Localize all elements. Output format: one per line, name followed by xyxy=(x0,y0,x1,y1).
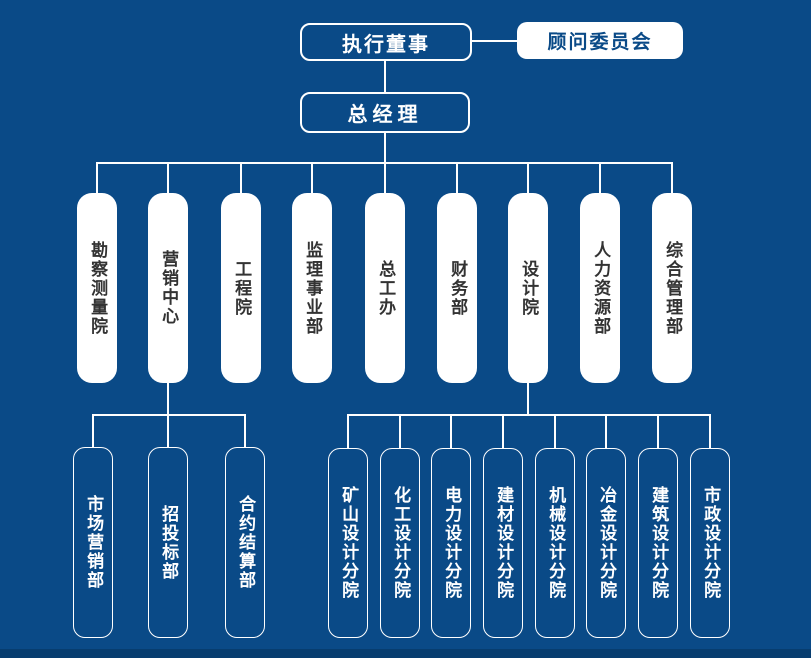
dept-engineering-institute: 工程院 xyxy=(221,193,261,383)
node-label: 综合管理部 xyxy=(663,240,683,336)
node-label: 矿山设计分院 xyxy=(339,486,359,600)
dept-human-resources: 人力资源部 xyxy=(580,193,620,383)
connector-drop xyxy=(244,414,246,447)
dept-chief-engineer-office: 总工办 xyxy=(365,193,405,383)
connector-drop xyxy=(605,414,607,448)
connector-drop xyxy=(450,414,452,448)
node-label: 工程院 xyxy=(232,259,252,317)
dept-general-admin: 综合管理部 xyxy=(652,193,692,383)
connector-drop xyxy=(399,414,401,448)
dept-finance: 财务部 xyxy=(437,193,477,383)
connector-drop xyxy=(167,162,169,193)
node-label: 财务部 xyxy=(448,259,468,317)
connector-drop xyxy=(167,414,169,447)
node-label: 冶金设计分院 xyxy=(597,486,617,600)
node-label: 市政设计分院 xyxy=(701,486,721,600)
branch-building-materials-design: 建材设计分院 xyxy=(483,448,523,638)
connector-drop xyxy=(384,162,386,193)
connector-drop xyxy=(92,414,94,447)
connector-drop xyxy=(671,162,673,193)
node-label: 总经理 xyxy=(347,104,423,126)
bottom-strip xyxy=(0,649,811,658)
node-label: 监理事业部 xyxy=(303,240,323,336)
branch-municipal-design: 市政设计分院 xyxy=(690,448,730,638)
connector-drop xyxy=(456,162,458,193)
branch-metallurgy-design: 冶金设计分院 xyxy=(586,448,626,638)
connector-gm-down xyxy=(384,133,386,163)
node-label: 化工设计分院 xyxy=(391,486,411,600)
connector-drop xyxy=(240,162,242,193)
connector-drop xyxy=(709,414,711,448)
sub-bidding-dept: 招投标部 xyxy=(148,447,188,638)
connector-marketing-stem xyxy=(167,383,169,416)
node-label: 人力资源部 xyxy=(591,240,611,336)
node-label: 勘察测量院 xyxy=(88,240,108,336)
sub-market-marketing-dept: 市场营销部 xyxy=(73,447,113,638)
dept-survey-measurement-institute: 勘察测量院 xyxy=(77,193,117,383)
node-general-manager: 总经理 xyxy=(300,92,470,133)
connector-marketing-horizontal xyxy=(92,414,246,416)
node-label: 营销中心 xyxy=(159,250,179,326)
connector-drop xyxy=(554,414,556,448)
branch-machinery-design: 机械设计分院 xyxy=(535,448,575,638)
node-label: 合约结算部 xyxy=(236,495,256,590)
node-label: 机械设计分院 xyxy=(546,486,566,600)
node-label: 顾问委员会 xyxy=(547,32,653,53)
branch-architecture-design: 建筑设计分院 xyxy=(638,448,678,638)
connector-drop xyxy=(96,162,98,193)
branch-electric-power-design: 电力设计分院 xyxy=(431,448,471,638)
connector-exec-to-advisory xyxy=(472,40,517,42)
connector-drop xyxy=(527,162,529,193)
node-executive-director: 执行董事 xyxy=(300,23,472,61)
dept-marketing-center: 营销中心 xyxy=(148,193,188,383)
connector-exec-to-gm xyxy=(384,61,386,92)
connector-drop xyxy=(347,414,349,448)
node-label: 招投标部 xyxy=(159,504,179,581)
branch-mining-design: 矿山设计分院 xyxy=(328,448,368,638)
connector-drop xyxy=(502,414,504,448)
connector-drop xyxy=(657,414,659,448)
node-label: 设计院 xyxy=(519,259,539,317)
connector-design-horizontal xyxy=(347,414,711,416)
dept-design-institute: 设计院 xyxy=(508,193,548,383)
connector-drop xyxy=(599,162,601,193)
connector-design-stem xyxy=(527,383,529,416)
node-label: 总工办 xyxy=(376,259,396,317)
node-advisory-committee: 顾问委员会 xyxy=(517,22,683,59)
branch-chemical-design: 化工设计分院 xyxy=(380,448,420,638)
node-label: 市场营销部 xyxy=(84,495,104,590)
node-label: 建材设计分院 xyxy=(494,486,514,600)
dept-supervision-division: 监理事业部 xyxy=(292,193,332,383)
sub-contract-settlement-dept: 合约结算部 xyxy=(225,447,265,638)
node-label: 建筑设计分院 xyxy=(649,486,669,600)
node-label: 电力设计分院 xyxy=(442,486,462,600)
node-label: 执行董事 xyxy=(342,33,430,56)
connector-drop xyxy=(311,162,313,193)
